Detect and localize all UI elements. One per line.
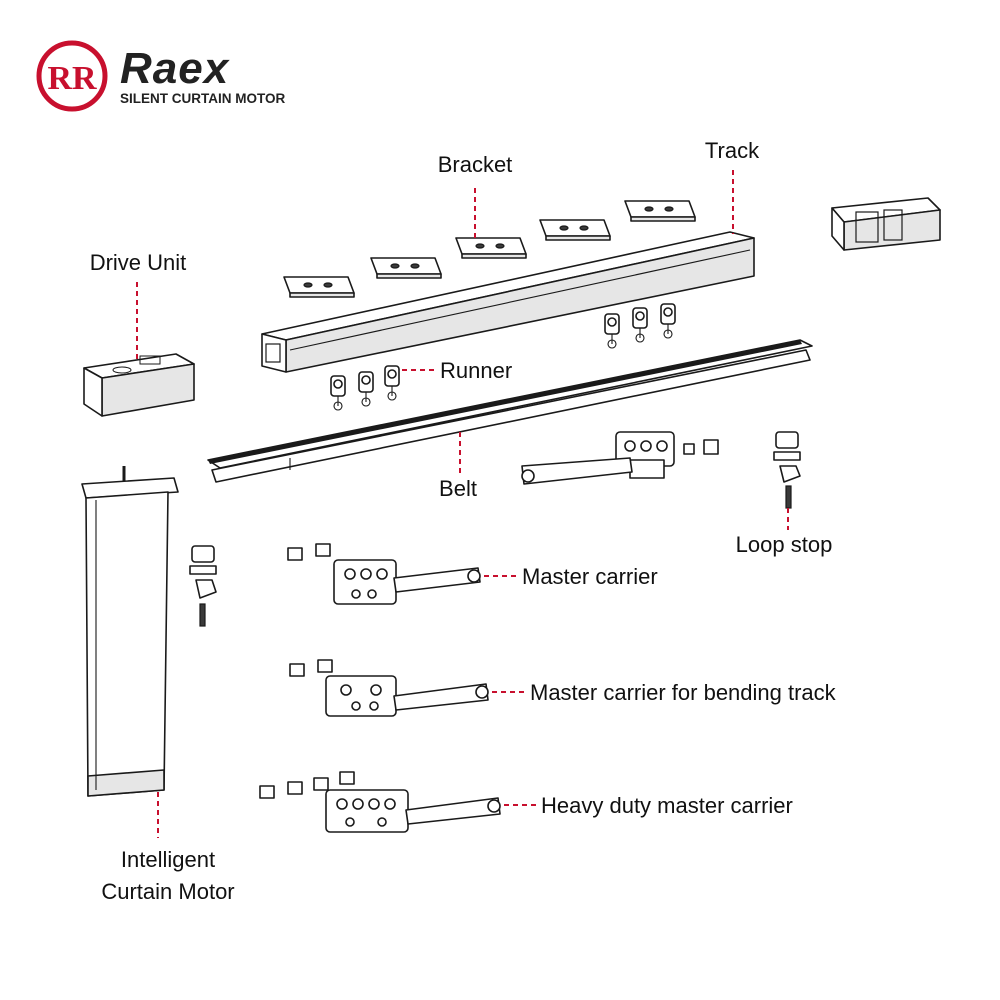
label-heavy-duty-master-carrier: Heavy duty master carrier: [541, 793, 793, 818]
runner: [330, 375, 346, 411]
label-motor-line2: Curtain Motor: [101, 879, 234, 904]
bracket-plates: [283, 200, 696, 298]
label-bracket: Bracket: [438, 152, 513, 177]
label-track: Track: [705, 138, 760, 163]
brand-logo: RR Raex SILENT CURTAIN MOTOR: [36, 40, 285, 112]
carrier-top: [521, 431, 719, 485]
bracket-plate: [283, 276, 355, 298]
loop-stop-parts-left: [189, 545, 217, 627]
runner-group-right: [604, 303, 676, 349]
bracket-plate: [539, 219, 611, 241]
curtain-motor: [81, 466, 179, 797]
runner: [604, 313, 620, 349]
runner: [384, 365, 400, 401]
runner: [660, 303, 676, 339]
label-belt: Belt: [439, 476, 477, 501]
bracket-plate: [455, 237, 527, 259]
heavy-duty-master-carrier: [259, 771, 501, 833]
master-carrier-bending: [289, 659, 489, 717]
label-motor-line1: Intelligent: [121, 847, 215, 872]
loop-stop-parts: [773, 431, 801, 509]
label-drive-unit: Drive Unit: [90, 250, 187, 275]
label-master-carrier-bending: Master carrier for bending track: [530, 680, 837, 705]
runner-group-left: [330, 365, 400, 411]
end-cap: [831, 197, 941, 251]
leader-lines: [136, 170, 789, 838]
brand-tagline: SILENT CURTAIN MOTOR: [120, 91, 285, 106]
bracket-plate: [624, 200, 696, 222]
brand-name: Raex: [120, 44, 230, 93]
track: [261, 231, 755, 373]
logo-monogram: RR: [47, 60, 97, 97]
runner: [358, 371, 374, 407]
bracket-plate: [370, 257, 442, 279]
callout-labels: Bracket Track Drive Unit Runner Belt Loo…: [90, 138, 837, 904]
label-master-carrier: Master carrier: [522, 564, 658, 589]
label-runner: Runner: [440, 358, 512, 383]
belt: [207, 339, 813, 483]
runner: [632, 307, 648, 343]
label-loop-stop: Loop stop: [736, 532, 833, 557]
drive-unit: [83, 353, 195, 417]
logo-ring: [36, 40, 108, 112]
master-carrier: [287, 543, 481, 605]
